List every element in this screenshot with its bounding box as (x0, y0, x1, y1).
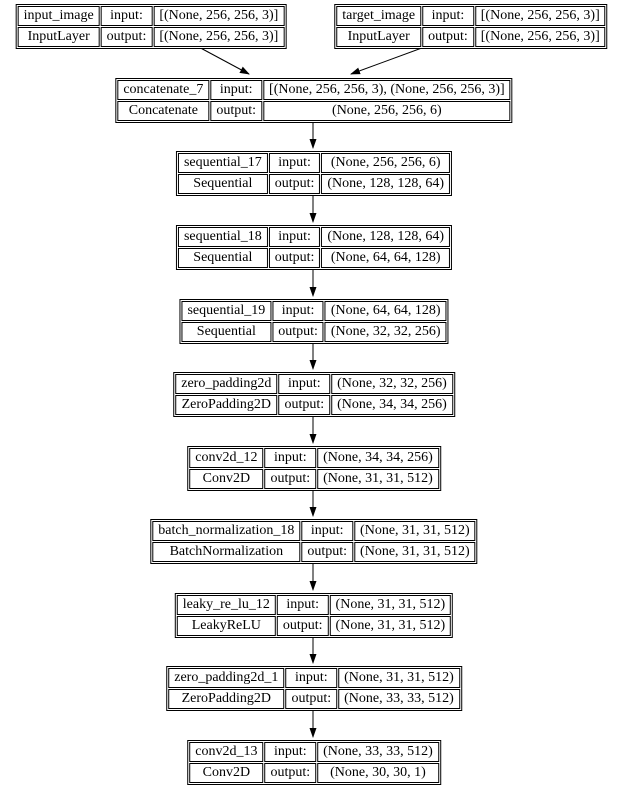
output-label: output: (268, 248, 321, 268)
layer-name: zero_padding2d (175, 374, 278, 394)
input-label: input: (301, 521, 354, 541)
layer-name: sequential_19 (181, 301, 272, 321)
output-shape: (None, 256, 256, 6) (263, 101, 511, 121)
layer-type: Sequential (181, 322, 272, 342)
input-label: input: (272, 301, 324, 321)
node-leaky-re-lu-12: leaky_re_lu_12 input: (None, 31, 31, 512… (174, 593, 454, 638)
output-shape: (None, 31, 31, 512) (329, 616, 452, 636)
layer-name: batch_normalization_18 (152, 521, 301, 541)
layer-type: BatchNormalization (152, 542, 301, 562)
output-shape: (None, 34, 34, 256) (331, 395, 453, 415)
output-shape: (None, 128, 128, 64) (321, 174, 451, 194)
input-label: input: (100, 6, 153, 26)
output-shape: (None, 30, 30, 1) (317, 763, 439, 783)
layer-type: ZeroPadding2D (168, 689, 285, 709)
edge-target-image-to-concatenate (350, 44, 431, 75)
output-shape: [(None, 256, 256, 3)] (474, 27, 606, 47)
node-sequential-18: sequential_18 input: (None, 128, 128, 64… (175, 225, 453, 270)
output-label: output: (285, 689, 338, 709)
input-label: input: (210, 80, 263, 100)
input-shape: (None, 128, 128, 64) (321, 227, 451, 247)
node-target-image: target_image input: [(None, 256, 256, 3)… (334, 4, 608, 49)
output-label: output: (276, 616, 329, 636)
layer-name: leaky_re_lu_12 (176, 595, 276, 615)
input-shape: (None, 32, 32, 256) (331, 374, 453, 394)
input-shape: [(None, 256, 256, 3), (None, 256, 256, 3… (263, 80, 511, 100)
layer-type: Conv2D (189, 469, 264, 489)
input-label: input: (276, 595, 329, 615)
node-zero-padding2d-1: zero_padding2d_1 input: (None, 31, 31, 5… (166, 666, 462, 711)
output-shape: (None, 32, 32, 256) (324, 322, 447, 342)
output-label: output: (278, 395, 331, 415)
output-label: output: (264, 763, 317, 783)
node-batch-normalization-18: batch_normalization_18 input: (None, 31,… (150, 519, 478, 564)
layer-name: target_image (336, 6, 422, 26)
node-conv2d-12: conv2d_12 input: (None, 34, 34, 256) Con… (187, 446, 441, 491)
output-shape: (None, 31, 31, 512) (317, 469, 439, 489)
output-label: output: (210, 101, 263, 121)
layer-name: concatenate_7 (117, 80, 210, 100)
node-input-image: input_image input: [(None, 256, 256, 3)]… (15, 4, 287, 49)
layer-type: Sequential (177, 174, 268, 194)
input-shape: [(None, 256, 256, 3)] (153, 6, 285, 26)
input-shape: (None, 31, 31, 512) (338, 668, 460, 688)
input-shape: (None, 256, 256, 6) (321, 153, 451, 173)
input-label: input: (285, 668, 338, 688)
layer-name: sequential_17 (177, 153, 268, 173)
layer-type: LeakyReLU (176, 616, 276, 636)
node-zero-padding2d: zero_padding2d input: (None, 32, 32, 256… (173, 372, 455, 417)
layer-name: conv2d_12 (189, 448, 264, 468)
output-label: output: (301, 542, 354, 562)
layer-type: Sequential (177, 248, 268, 268)
input-shape: [(None, 256, 256, 3)] (474, 6, 606, 26)
layer-name: zero_padding2d_1 (168, 668, 285, 688)
node-concatenate-7: concatenate_7 input: [(None, 256, 256, 3… (115, 78, 513, 123)
input-shape: (None, 64, 64, 128) (324, 301, 447, 321)
node-conv2d-13: conv2d_13 input: (None, 33, 33, 512) Con… (187, 740, 441, 785)
node-sequential-19: sequential_19 input: (None, 64, 64, 128)… (179, 299, 449, 344)
output-label: output: (100, 27, 153, 47)
layer-type: InputLayer (336, 27, 422, 47)
layer-type: ZeroPadding2D (175, 395, 278, 415)
layer-type: Conv2D (189, 763, 264, 783)
output-label: output: (268, 174, 321, 194)
output-label: output: (264, 469, 317, 489)
input-label: input: (264, 448, 317, 468)
input-label: input: (268, 153, 321, 173)
output-label: output: (422, 27, 474, 47)
layer-name: sequential_18 (177, 227, 268, 247)
node-sequential-17: sequential_17 input: (None, 256, 256, 6)… (175, 151, 453, 196)
input-label: input: (422, 6, 474, 26)
output-shape: [(None, 256, 256, 3)] (153, 27, 285, 47)
edge-input-image-to-concatenate (194, 44, 250, 75)
output-shape: (None, 64, 64, 128) (321, 248, 451, 268)
input-shape: (None, 33, 33, 512) (317, 742, 439, 762)
input-shape: (None, 31, 31, 512) (329, 595, 452, 615)
input-label: input: (264, 742, 317, 762)
layer-name: input_image (17, 6, 100, 26)
layer-name: conv2d_13 (189, 742, 264, 762)
input-label: input: (278, 374, 331, 394)
output-shape: (None, 31, 31, 512) (354, 542, 476, 562)
input-shape: (None, 34, 34, 256) (317, 448, 439, 468)
input-label: input: (268, 227, 321, 247)
output-shape: (None, 33, 33, 512) (338, 689, 460, 709)
layer-type: InputLayer (17, 27, 100, 47)
layer-type: Concatenate (117, 101, 210, 121)
output-label: output: (272, 322, 324, 342)
input-shape: (None, 31, 31, 512) (354, 521, 476, 541)
